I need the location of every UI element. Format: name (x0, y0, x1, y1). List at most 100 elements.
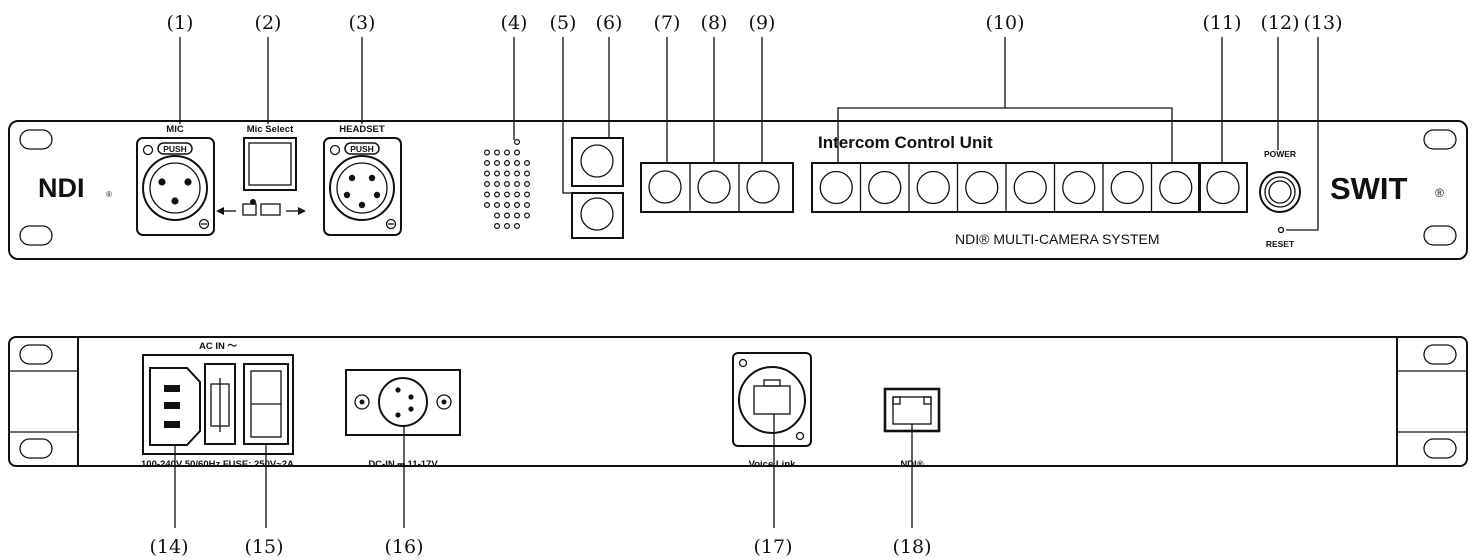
channel-button-3[interactable] (916, 170, 950, 205)
speaker-hole (494, 160, 501, 167)
mic-xlr-connector[interactable] (136, 137, 215, 236)
callout-13: (13) (1303, 12, 1342, 34)
ac-module-frame (142, 354, 294, 455)
speaker-hole (504, 202, 511, 209)
speaker-hole (494, 223, 501, 230)
speaker-hole (494, 202, 501, 209)
speaker-grille (484, 139, 530, 230)
speaker-hole (504, 149, 511, 156)
speaker-hole (513, 212, 520, 219)
headset-label: HEADSET (339, 124, 385, 135)
rack-slot (19, 225, 53, 246)
front-panel-body (8, 120, 1468, 260)
callout-3: (3) (349, 12, 376, 34)
channel-button-4[interactable] (965, 170, 999, 205)
speaker-hole (494, 212, 501, 219)
speaker-hole (504, 223, 511, 230)
front-panel: NDI ® MIC PUSH Mic Select (8, 37, 1468, 260)
speaker-hole (484, 202, 491, 209)
speaker-hole (513, 160, 520, 167)
speaker-hole (494, 191, 501, 198)
callout-17: (17) (753, 536, 792, 558)
rack-slot (19, 438, 53, 459)
rack-slot (1423, 129, 1457, 150)
speaker-hole (523, 202, 530, 209)
callout-16: (16) (384, 536, 423, 558)
unit-title: Intercom Control Unit (818, 133, 993, 152)
channel-button-7[interactable] (1110, 170, 1144, 205)
ndi-logo: NDI (38, 173, 85, 203)
rear-panel-body (8, 336, 1468, 467)
mic-select-indicator-icon (216, 199, 306, 216)
rack-slot (1423, 225, 1457, 246)
callout-2: (2) (255, 12, 282, 34)
function-button-9[interactable] (746, 170, 780, 204)
callout-5: (5) (550, 12, 577, 34)
channel-button-6[interactable] (1062, 170, 1096, 205)
voice-link-connector[interactable] (732, 352, 812, 447)
speaker-hole (523, 170, 530, 177)
callout-18: (18) (892, 536, 931, 558)
function-button-11[interactable] (1206, 170, 1240, 205)
mic-push-label: PUSH (163, 144, 187, 154)
callout-15: (15) (244, 536, 283, 558)
channel-button-1[interactable] (819, 170, 853, 205)
speaker-hole (513, 202, 520, 209)
ac-power-inlet[interactable] (149, 367, 201, 446)
function-button-8[interactable] (697, 170, 731, 204)
speaker-hole (513, 170, 520, 177)
channel-button-5[interactable] (1013, 170, 1047, 205)
dc-in-xlr-connector[interactable] (345, 369, 461, 436)
mic-label: MIC (166, 124, 184, 135)
reset-pinhole[interactable] (1277, 226, 1285, 234)
speaker-hole (504, 191, 511, 198)
channel-button-2[interactable] (868, 170, 902, 205)
function-button-6[interactable] (571, 137, 624, 187)
function-button-5[interactable] (571, 192, 624, 239)
power-label: POWER (1264, 149, 1296, 159)
speaker-hole (484, 181, 491, 188)
rear-leader-lines (174, 414, 913, 528)
rack-slot (19, 129, 53, 150)
callout-8: (8) (701, 12, 728, 34)
ac-spec-label: 100-240V 50/60Hz FUSE: 250V~2A (141, 459, 294, 470)
ac-in-label: AC IN ～ (199, 341, 238, 352)
speaker-hole (504, 181, 511, 188)
function-button-7[interactable] (648, 170, 682, 204)
speaker-hole (513, 139, 520, 146)
speaker-hole (523, 212, 530, 219)
headset-xlr-connector[interactable] (323, 137, 402, 236)
callout-1: (1) (167, 12, 194, 34)
callout-14: (14) (149, 536, 188, 558)
dc-in-label: DC-IN ⎓ 11-17V (368, 459, 438, 470)
rack-slot (1423, 438, 1457, 459)
front-leader-lines (179, 37, 1319, 231)
callout-4: (4) (501, 12, 528, 34)
system-label: NDI® MULTI-CAMERA SYSTEM (955, 231, 1160, 247)
mic-select-label: Mic Select (247, 124, 294, 135)
fuse-holder[interactable] (204, 363, 236, 445)
power-button[interactable] (1259, 171, 1301, 213)
speaker-hole (504, 170, 511, 177)
voice-link-label: Voice Link (749, 459, 797, 470)
speaker-hole (484, 160, 491, 167)
channel-button-8[interactable] (1159, 170, 1193, 205)
headset-push-label: PUSH (350, 144, 374, 154)
callout-11: (11) (1202, 12, 1241, 34)
ndi-logo-mark: ® (106, 190, 112, 199)
ac-rocker-switch[interactable] (243, 363, 289, 445)
mic-select-button[interactable] (243, 137, 297, 191)
speaker-hole (484, 191, 491, 198)
callout-6: (6) (596, 12, 623, 34)
callout-7: (7) (654, 12, 681, 34)
rear-panel: AC IN ～ 100-240V 50/60Hz FUSE: 250V~2A (8, 336, 1468, 470)
callout-10: (10) (985, 12, 1024, 34)
speaker-hole (513, 181, 520, 188)
speaker-hole (523, 191, 530, 198)
swit-logo-mark: ® (1435, 186, 1444, 200)
speaker-hole (504, 160, 511, 167)
speaker-hole (484, 149, 491, 156)
speaker-hole (513, 149, 520, 156)
